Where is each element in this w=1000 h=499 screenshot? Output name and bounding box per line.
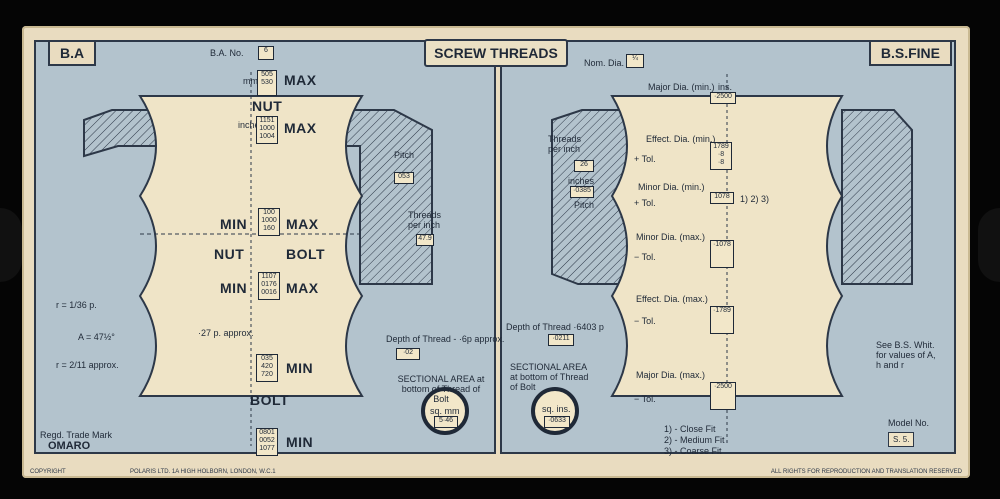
nom-dia-label: Nom. Dia. bbox=[584, 58, 625, 68]
ba-no-window[interactable]: 6 bbox=[258, 46, 274, 60]
thread-diagram-svg bbox=[83, 72, 913, 446]
center-max-label: MAX bbox=[286, 216, 319, 232]
ratio-label: r = 1/36 p. bbox=[56, 300, 97, 310]
major-max-window[interactable]: ·2500 bbox=[710, 382, 736, 410]
nut-max-label: MAX bbox=[284, 72, 317, 88]
lower-max-label: MAX bbox=[286, 280, 319, 296]
bottom-inch-min-label: MIN bbox=[286, 434, 314, 450]
bottom-min-label: MIN bbox=[286, 360, 314, 376]
nut-label: NUT bbox=[252, 98, 283, 114]
effect-minus-tol-label: − Tol. bbox=[634, 316, 656, 326]
sq-ins-label: sq. ins. bbox=[542, 404, 571, 414]
approx-27-label: ·27 p. approx. bbox=[198, 328, 254, 338]
minor-dia-min-label: Minor Dia. (min.) bbox=[638, 182, 705, 192]
effect-min-window[interactable]: 1789·8·8 bbox=[710, 142, 732, 170]
right-tpi-window[interactable]: 26 bbox=[574, 160, 594, 172]
effect-tol-label: + Tol. bbox=[634, 154, 656, 164]
minor-fit-options: 1) 2) 3) bbox=[740, 194, 770, 204]
depth-of-thread-label: Depth of Thread - ·6p approx. bbox=[386, 334, 505, 344]
ba-corner-label: B.A bbox=[48, 40, 97, 66]
minor-dia-max-label: Minor Dia. (max.) bbox=[636, 232, 706, 242]
sq-mm-label: sq. mm bbox=[430, 406, 460, 416]
major-min-window[interactable]: ·2500 bbox=[710, 92, 736, 104]
right-depth-label: Depth of Thread ·6403 p bbox=[506, 322, 604, 332]
major-minus-tol-label: − Tol. bbox=[634, 394, 656, 404]
major-ins-label: ins. bbox=[718, 82, 733, 92]
tpi-window[interactable]: 47.9 bbox=[416, 234, 434, 246]
model-no-label: Model No. bbox=[888, 418, 930, 428]
bs-whit-note: See B.S. Whit. for values of A, h and r bbox=[876, 340, 936, 370]
depth-window[interactable]: ·02 bbox=[396, 348, 420, 360]
model-no-value: S. 5. bbox=[888, 432, 915, 447]
nom-dia-window[interactable]: ¼ bbox=[626, 54, 644, 68]
bolt-center-label: BOLT bbox=[286, 246, 326, 262]
screw-thread-calculator-card: SCREW THREADS B.A B.S.FINE B.A. No. 6 mm… bbox=[22, 26, 970, 478]
screw-threads-title: SCREW THREADS bbox=[424, 39, 568, 67]
brand-logo-text: OMARO bbox=[48, 440, 91, 452]
inch-max-label: MAX bbox=[284, 120, 317, 136]
r-approx-label: r = 2/11 approx. bbox=[56, 360, 119, 370]
medium-fit-label: 2) - Medium Fit bbox=[664, 435, 725, 445]
inches-label: inches bbox=[238, 120, 265, 130]
publisher-footer: POLARIS LTD. 1A HIGH HOLBORN, LONDON, W.… bbox=[130, 469, 276, 475]
right-pitch-window[interactable]: ·0385 bbox=[570, 186, 594, 198]
pitch-label: Pitch bbox=[394, 150, 415, 160]
effect-dia-min-label: Effect. Dia. (min.) bbox=[646, 134, 716, 144]
right-slide-tab[interactable] bbox=[978, 208, 1000, 282]
minor-min-window[interactable]: 1078 bbox=[710, 192, 734, 204]
major-dia-min-label: Major Dia. (min.) bbox=[648, 82, 715, 92]
threads-per-inch-label-right: Threads per inch bbox=[548, 134, 582, 154]
pitch-label-right: Pitch bbox=[574, 200, 595, 210]
angle-label: A = 47½° bbox=[78, 332, 115, 342]
coarse-fit-label: 3) - Coarse Fit bbox=[664, 446, 722, 456]
copyright-footer: COPYRIGHT bbox=[30, 469, 66, 475]
threads-per-inch-label: Threads per inch bbox=[408, 210, 442, 230]
left-area-window[interactable]: 5·46 bbox=[434, 416, 458, 428]
center-min-label: MIN bbox=[220, 216, 248, 232]
effect-max-window[interactable]: ·1789 bbox=[710, 306, 734, 334]
minor-tol-label: + Tol. bbox=[634, 198, 656, 208]
inches-pitch-label: inches bbox=[568, 176, 595, 186]
left-sectional-area-label: SECTIONAL AREA at bottom of Thread of Bo… bbox=[397, 374, 485, 404]
lower-min-label: MIN bbox=[220, 280, 248, 296]
right-sectional-area-label: SECTIONAL AREA at bottom of Thread of Bo… bbox=[510, 362, 589, 392]
regd-trade-mark-label: Regd. Trade Mark bbox=[40, 430, 113, 440]
rights-footer: ALL RIGHTS FOR REPRODUCTION AND TRANSLAT… bbox=[770, 469, 962, 475]
right-depth-window[interactable]: ·0211 bbox=[548, 334, 574, 346]
bs-fine-corner-label: B.S.FINE bbox=[868, 40, 952, 66]
major-dia-max-label: Major Dia. (max.) bbox=[636, 370, 706, 380]
minor-minus-tol-label: − Tol. bbox=[634, 252, 656, 262]
ba-no-label: B.A. No. bbox=[210, 48, 244, 58]
left-slide-tab[interactable] bbox=[0, 208, 22, 282]
close-fit-label: 1) - Close Fit bbox=[664, 424, 716, 434]
pitch-window[interactable]: 053 bbox=[394, 172, 414, 184]
right-area-window[interactable]: ·0633 bbox=[544, 416, 570, 428]
nut-center-label: NUT bbox=[214, 246, 245, 262]
bolt-label: BOLT bbox=[250, 392, 290, 408]
minor-max-window[interactable]: ·1078 bbox=[710, 240, 734, 268]
effect-dia-max-label: Effect. Dia. (max.) bbox=[636, 294, 708, 304]
mm-label: mm bbox=[243, 76, 258, 86]
